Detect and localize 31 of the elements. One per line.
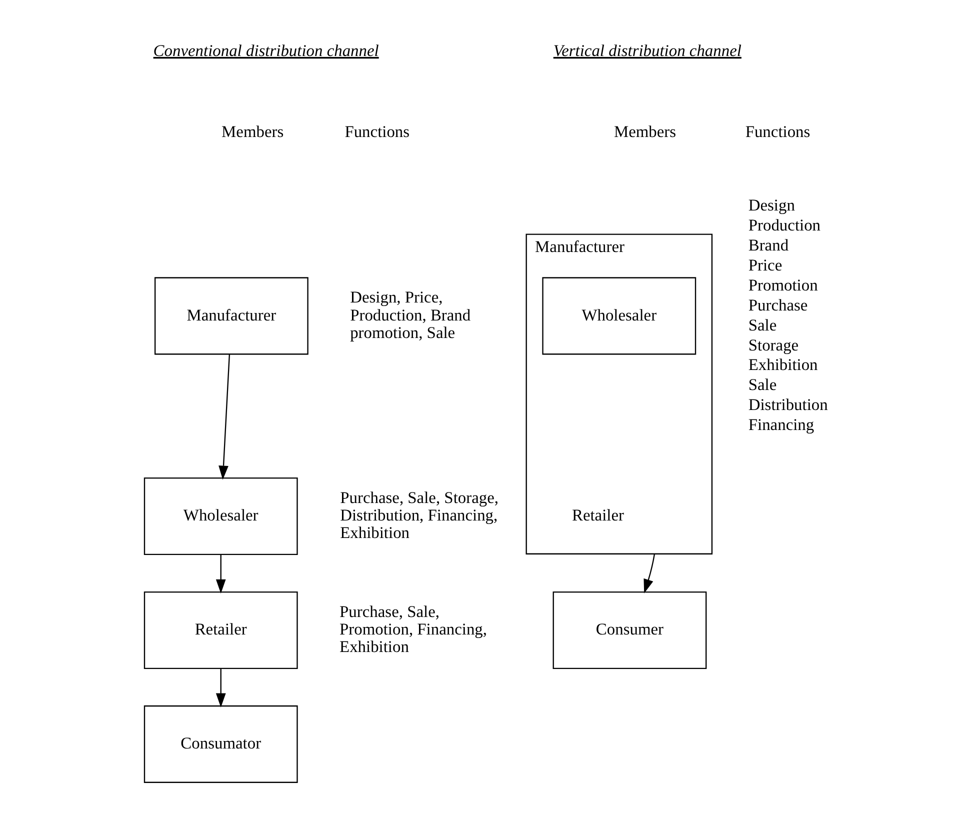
node-label: Design, Price, Production, Brand promotion, Sale	[350, 288, 470, 342]
label: Conventional distribution channel	[152, 40, 378, 60]
arrow	[215, 668, 226, 708]
label: Production	[748, 215, 820, 234]
label: Design	[748, 195, 794, 214]
node-label: Purchase, Sale, Promotion, Financing, Exhibition	[339, 602, 487, 656]
node-box: Wholesaler	[143, 478, 298, 556]
label: Vertical distribution channel	[552, 40, 741, 60]
label: Members	[613, 122, 676, 142]
label: Storage	[748, 335, 798, 354]
arrow	[215, 554, 226, 594]
arrow	[218, 354, 230, 480]
node-box: Retailer	[143, 591, 298, 669]
label: Functions	[344, 122, 410, 142]
label: Promotion	[748, 275, 818, 294]
arrow	[643, 554, 655, 594]
label: Sale	[748, 315, 776, 334]
label: Distribution	[748, 395, 828, 414]
node-box: Manufacturer	[154, 277, 308, 355]
node-box: Consumer	[552, 591, 706, 669]
label: Purchase	[748, 295, 808, 314]
node-box: Wholesaler	[542, 277, 696, 355]
label: Financing	[748, 415, 814, 434]
node-label: Purchase, Sale, Storage, Distribution, Financing, Exhibition	[340, 488, 498, 542]
node-box: Consumator	[143, 705, 298, 783]
label: Brand	[748, 235, 788, 254]
label: Sale	[748, 375, 776, 394]
label: Functions	[744, 122, 810, 142]
label: Exhibition	[748, 355, 818, 374]
label: Members	[221, 122, 284, 142]
label: Price	[748, 255, 782, 274]
